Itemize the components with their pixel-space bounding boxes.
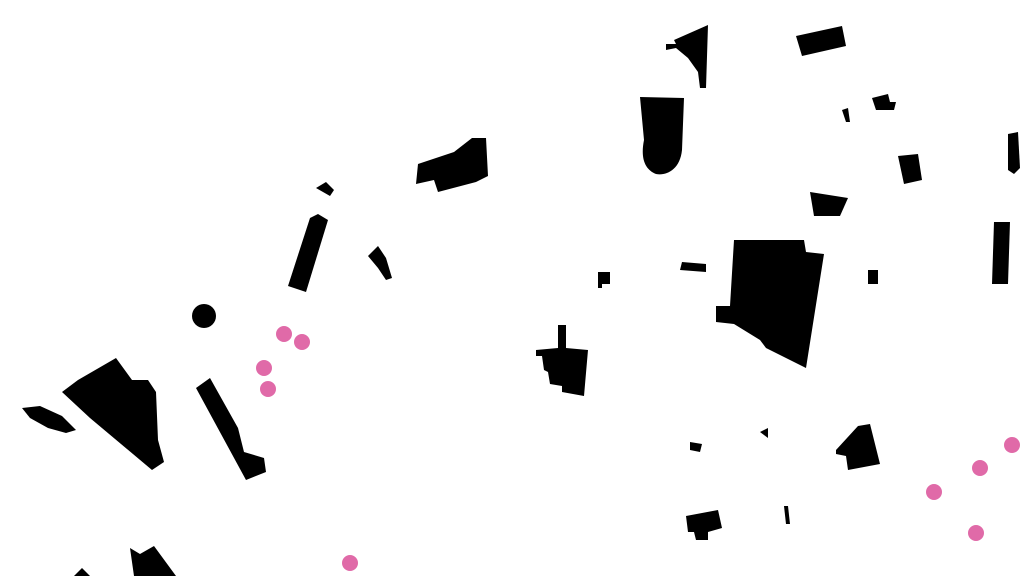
map-point-marker[interactable]	[276, 326, 292, 342]
map-point-marker[interactable]	[926, 484, 942, 500]
building	[842, 108, 850, 122]
building	[690, 442, 702, 452]
building	[74, 568, 90, 576]
building	[316, 182, 334, 196]
building	[796, 26, 846, 56]
map-point-marker[interactable]	[968, 525, 984, 541]
building	[716, 240, 824, 368]
map-point-marker[interactable]	[294, 334, 310, 350]
points-layer[interactable]	[256, 326, 1020, 571]
building	[368, 246, 392, 280]
building	[416, 138, 488, 192]
building	[62, 358, 164, 470]
building	[686, 510, 722, 540]
building	[836, 424, 880, 470]
building	[666, 25, 708, 88]
building	[680, 262, 706, 272]
building	[992, 222, 1010, 284]
building	[22, 406, 76, 433]
building	[536, 325, 588, 396]
buildings-layer	[22, 25, 1020, 576]
building	[192, 304, 216, 328]
map-point-marker[interactable]	[260, 381, 276, 397]
building	[872, 94, 896, 110]
building	[760, 428, 768, 438]
building	[640, 97, 684, 175]
map-point-marker[interactable]	[342, 555, 358, 571]
building	[784, 506, 790, 524]
building	[288, 214, 328, 292]
map-point-marker[interactable]	[972, 460, 988, 476]
map-point-marker[interactable]	[1004, 437, 1020, 453]
building	[898, 154, 922, 184]
map-point-marker[interactable]	[256, 360, 272, 376]
building	[196, 378, 266, 480]
building	[810, 192, 848, 216]
building	[868, 270, 878, 284]
building	[598, 272, 610, 288]
building	[1008, 132, 1020, 174]
building	[130, 546, 176, 576]
